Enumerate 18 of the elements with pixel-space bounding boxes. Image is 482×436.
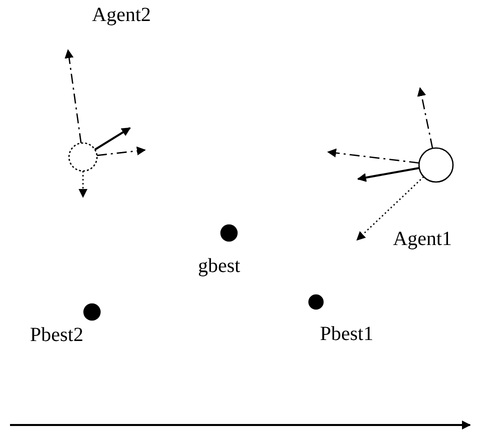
arrow — [64, 49, 82, 144]
arrow — [357, 167, 420, 182]
agent-label: Agent2 — [92, 4, 151, 26]
arrow — [356, 176, 424, 241]
arrow — [327, 148, 420, 164]
arrow — [94, 127, 131, 150]
agent-circle — [418, 147, 454, 183]
point-label: gbest — [198, 255, 240, 277]
arrow — [78, 171, 88, 198]
arrow — [96, 146, 146, 156]
agent-circle — [68, 142, 98, 172]
point-label: Pbest1 — [320, 323, 374, 345]
point-dot — [308, 294, 324, 310]
arrow — [417, 87, 434, 148]
point-label: Agent1 — [393, 228, 452, 250]
point-label: Pbest2 — [30, 324, 84, 346]
point-dot — [220, 224, 238, 242]
point-dot — [83, 303, 101, 321]
